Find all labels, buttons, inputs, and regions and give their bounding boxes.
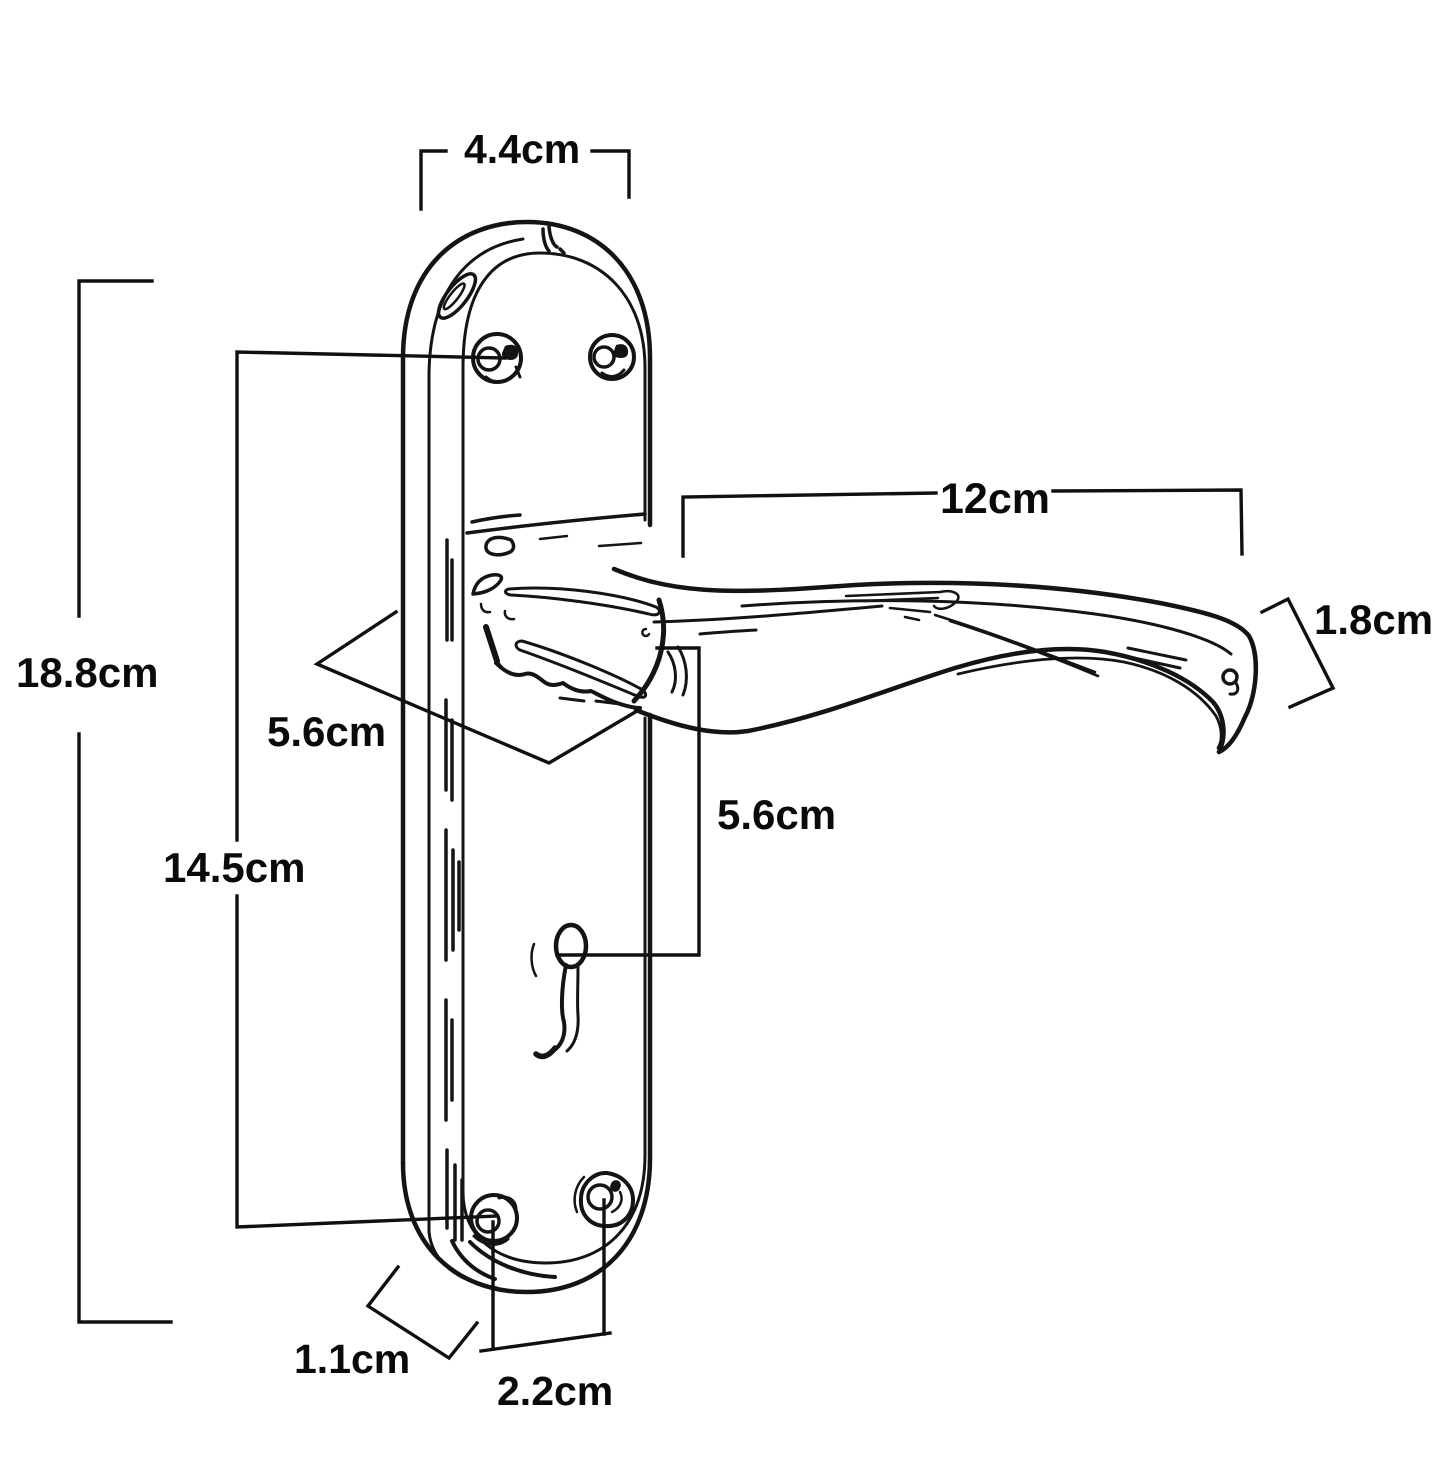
- dim-label-lever-to-keyhole: 5.6cm: [717, 791, 836, 838]
- rose-curl-detail: [484, 535, 516, 557]
- dim-label-rose-diagonal: 5.6cm: [267, 708, 386, 755]
- dim-label-plate-width: 4.4cm: [464, 126, 580, 172]
- keyhole-slot-left: [551, 963, 568, 1053]
- dim-line-lever-to-keyhole: [555, 646, 701, 957]
- neck-small-marks: [479, 602, 651, 638]
- lever-underside-inner-line: [956, 656, 1223, 750]
- edge-hatching: [444, 538, 464, 1242]
- lever-right-dashes: [1126, 646, 1188, 670]
- backplate-outline-lower: [400, 712, 653, 1295]
- lever-left-reflection: [652, 604, 884, 636]
- screw-bottom-right-swirl: [573, 1175, 623, 1214]
- dim-line-fixing-centres: [235, 350, 507, 1229]
- dim-line-rose-diagonal: [313, 609, 640, 765]
- backplate-edge-line: [427, 237, 525, 1290]
- rim-slot: [436, 272, 478, 320]
- backplate-inner-face-upper: [461, 251, 647, 1194]
- rose-triangle-detail: [471, 573, 504, 596]
- lever-tip-curl: [1221, 668, 1239, 686]
- dimension-lines: [77, 149, 1336, 1361]
- lever-underside: [633, 646, 1226, 755]
- screw-bottom-right: [578, 1170, 635, 1229]
- bottom-inner-shadow: [450, 1239, 557, 1281]
- dim-line-lever-length: [681, 488, 1244, 558]
- bottom-screws: [469, 1170, 635, 1246]
- screw-bottom-left-pin: [475, 1208, 501, 1234]
- screw-top-left-slot: [484, 365, 522, 384]
- screw-top-right-slot: [600, 368, 626, 379]
- screw-top-right: [588, 333, 636, 381]
- dim-label-screw-spacing: 2.2cm: [497, 1368, 613, 1414]
- keyhole-accent: [530, 942, 538, 978]
- rose-shelf-line: [465, 512, 647, 535]
- dim-label-plate-thickness: 1.1cm: [294, 1336, 410, 1382]
- dim-line-plate-thickness: [365, 1264, 480, 1361]
- dim-label-lever-end-height: 1.8cm: [1314, 596, 1433, 643]
- dimension-labels: 4.4cm 18.8cm 14.5cm 5.6cm 5.6cm 12cm 1.8…: [16, 126, 1433, 1414]
- lever-tip-curl-tail: [1228, 681, 1240, 696]
- rim-slot-inner: [442, 282, 466, 311]
- dim-line-plate-width: [419, 149, 631, 211]
- keyhole-circle: [553, 922, 589, 970]
- dim-label-fixing-centres: 14.5cm: [163, 844, 305, 891]
- screw-top-right-pin: [592, 345, 616, 369]
- backplate: [400, 219, 653, 1295]
- neck-bottom-wave: [494, 661, 642, 710]
- screw-top-right-nub: [613, 344, 629, 358]
- dim-label-lever-length: 12cm: [940, 475, 1050, 523]
- neck-junction-curve: [631, 597, 667, 704]
- dim-line-overall-height: [77, 279, 173, 1324]
- lever-handle: [611, 566, 1259, 755]
- neck-highlight-upper: [504, 586, 661, 617]
- keyhole: [530, 922, 589, 1060]
- dim-line-lever-end-height: [1259, 596, 1336, 710]
- neck-right-highlights: [666, 645, 688, 697]
- lever-top-inner-line: [740, 599, 1233, 656]
- top-notch: [541, 225, 566, 255]
- backplate-outline-upper: [400, 219, 653, 1166]
- screw-bottom-right-pin: [586, 1183, 614, 1211]
- rim-slot-outer: [436, 272, 478, 320]
- keyhole-slot-right: [565, 962, 580, 1053]
- lever-neck: [465, 512, 688, 710]
- screw-bottom-right-nub: [610, 1180, 621, 1192]
- lever-step-detail: [844, 589, 960, 611]
- dim-label-overall-height: 18.8cm: [16, 649, 158, 696]
- neck-highlight-lower: [514, 639, 648, 699]
- neck-left-stroke: [483, 624, 500, 664]
- neck-bottom-dashes: [558, 696, 622, 706]
- lever-top-edge: [611, 566, 1259, 755]
- dim-line-screw-spacing: [479, 1198, 612, 1353]
- rose-shelf-dashes: [538, 534, 643, 548]
- keyhole-slot-bottom: [533, 1045, 558, 1060]
- screw-top-left-nub: [501, 344, 519, 360]
- lever-mid-accent: [888, 606, 1100, 678]
- top-screws: [471, 332, 636, 384]
